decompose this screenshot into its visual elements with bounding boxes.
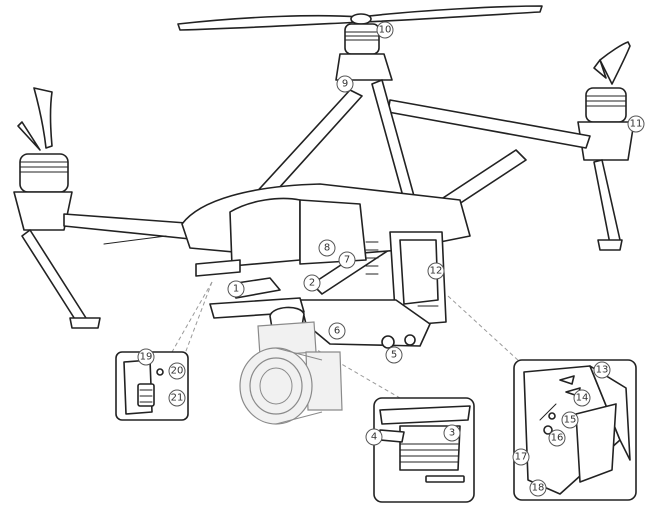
callout-6: 6: [328, 322, 346, 340]
callout-8: 8: [318, 239, 336, 257]
left-propeller: [17, 87, 53, 151]
callout-5: 5: [385, 346, 403, 364]
callout-12: 12: [427, 262, 445, 280]
svg-text:18: 18: [532, 483, 545, 494]
svg-text:5: 5: [391, 350, 397, 361]
top-propeller: [177, 5, 543, 31]
callout-10: 10: [376, 21, 394, 39]
svg-text:2: 2: [309, 278, 315, 289]
callout-9: 9: [336, 75, 354, 93]
callout-20: 20: [168, 362, 186, 380]
svg-text:14: 14: [576, 393, 589, 404]
drone-body: [181, 183, 471, 349]
callout-7: 7: [338, 251, 356, 269]
svg-text:20: 20: [171, 366, 184, 377]
svg-text:21: 21: [171, 393, 184, 404]
inset-battery-detail: [513, 359, 637, 501]
right-motor: [577, 87, 635, 161]
svg-text:10: 10: [379, 25, 392, 36]
svg-text:8: 8: [324, 243, 330, 254]
callout-2: 2: [303, 274, 321, 292]
svg-text:1: 1: [233, 284, 239, 295]
svg-text:15: 15: [564, 415, 577, 426]
callout-1: 1: [227, 280, 245, 298]
inset-gimbal-detail: [373, 397, 475, 503]
svg-text:3: 3: [449, 428, 455, 439]
callout-13: 13: [593, 361, 611, 379]
left-motor: [13, 153, 73, 231]
callout-21: 21: [168, 389, 186, 407]
svg-text:13: 13: [596, 365, 609, 376]
svg-text:9: 9: [342, 79, 348, 90]
svg-text:17: 17: [515, 452, 528, 463]
callout-19: 19: [137, 348, 155, 366]
svg-text:12: 12: [430, 266, 443, 277]
callout-14: 14: [573, 389, 591, 407]
svg-text:4: 4: [371, 432, 377, 443]
callout-4: 4: [365, 428, 383, 446]
svg-text:6: 6: [334, 326, 340, 337]
callout-18: 18: [529, 479, 547, 497]
svg-text:11: 11: [630, 119, 643, 130]
svg-text:7: 7: [344, 255, 350, 266]
top-motor: [335, 23, 393, 81]
callout-3: 3: [443, 424, 461, 442]
gimbal-camera: [239, 321, 343, 425]
svg-text:19: 19: [140, 352, 153, 363]
callout-17: 17: [512, 448, 530, 466]
right-propeller: [593, 41, 631, 85]
svg-text:16: 16: [551, 433, 564, 444]
callout-11: 11: [627, 115, 645, 133]
callout-15: 15: [561, 411, 579, 429]
callout-16: 16: [548, 429, 566, 447]
